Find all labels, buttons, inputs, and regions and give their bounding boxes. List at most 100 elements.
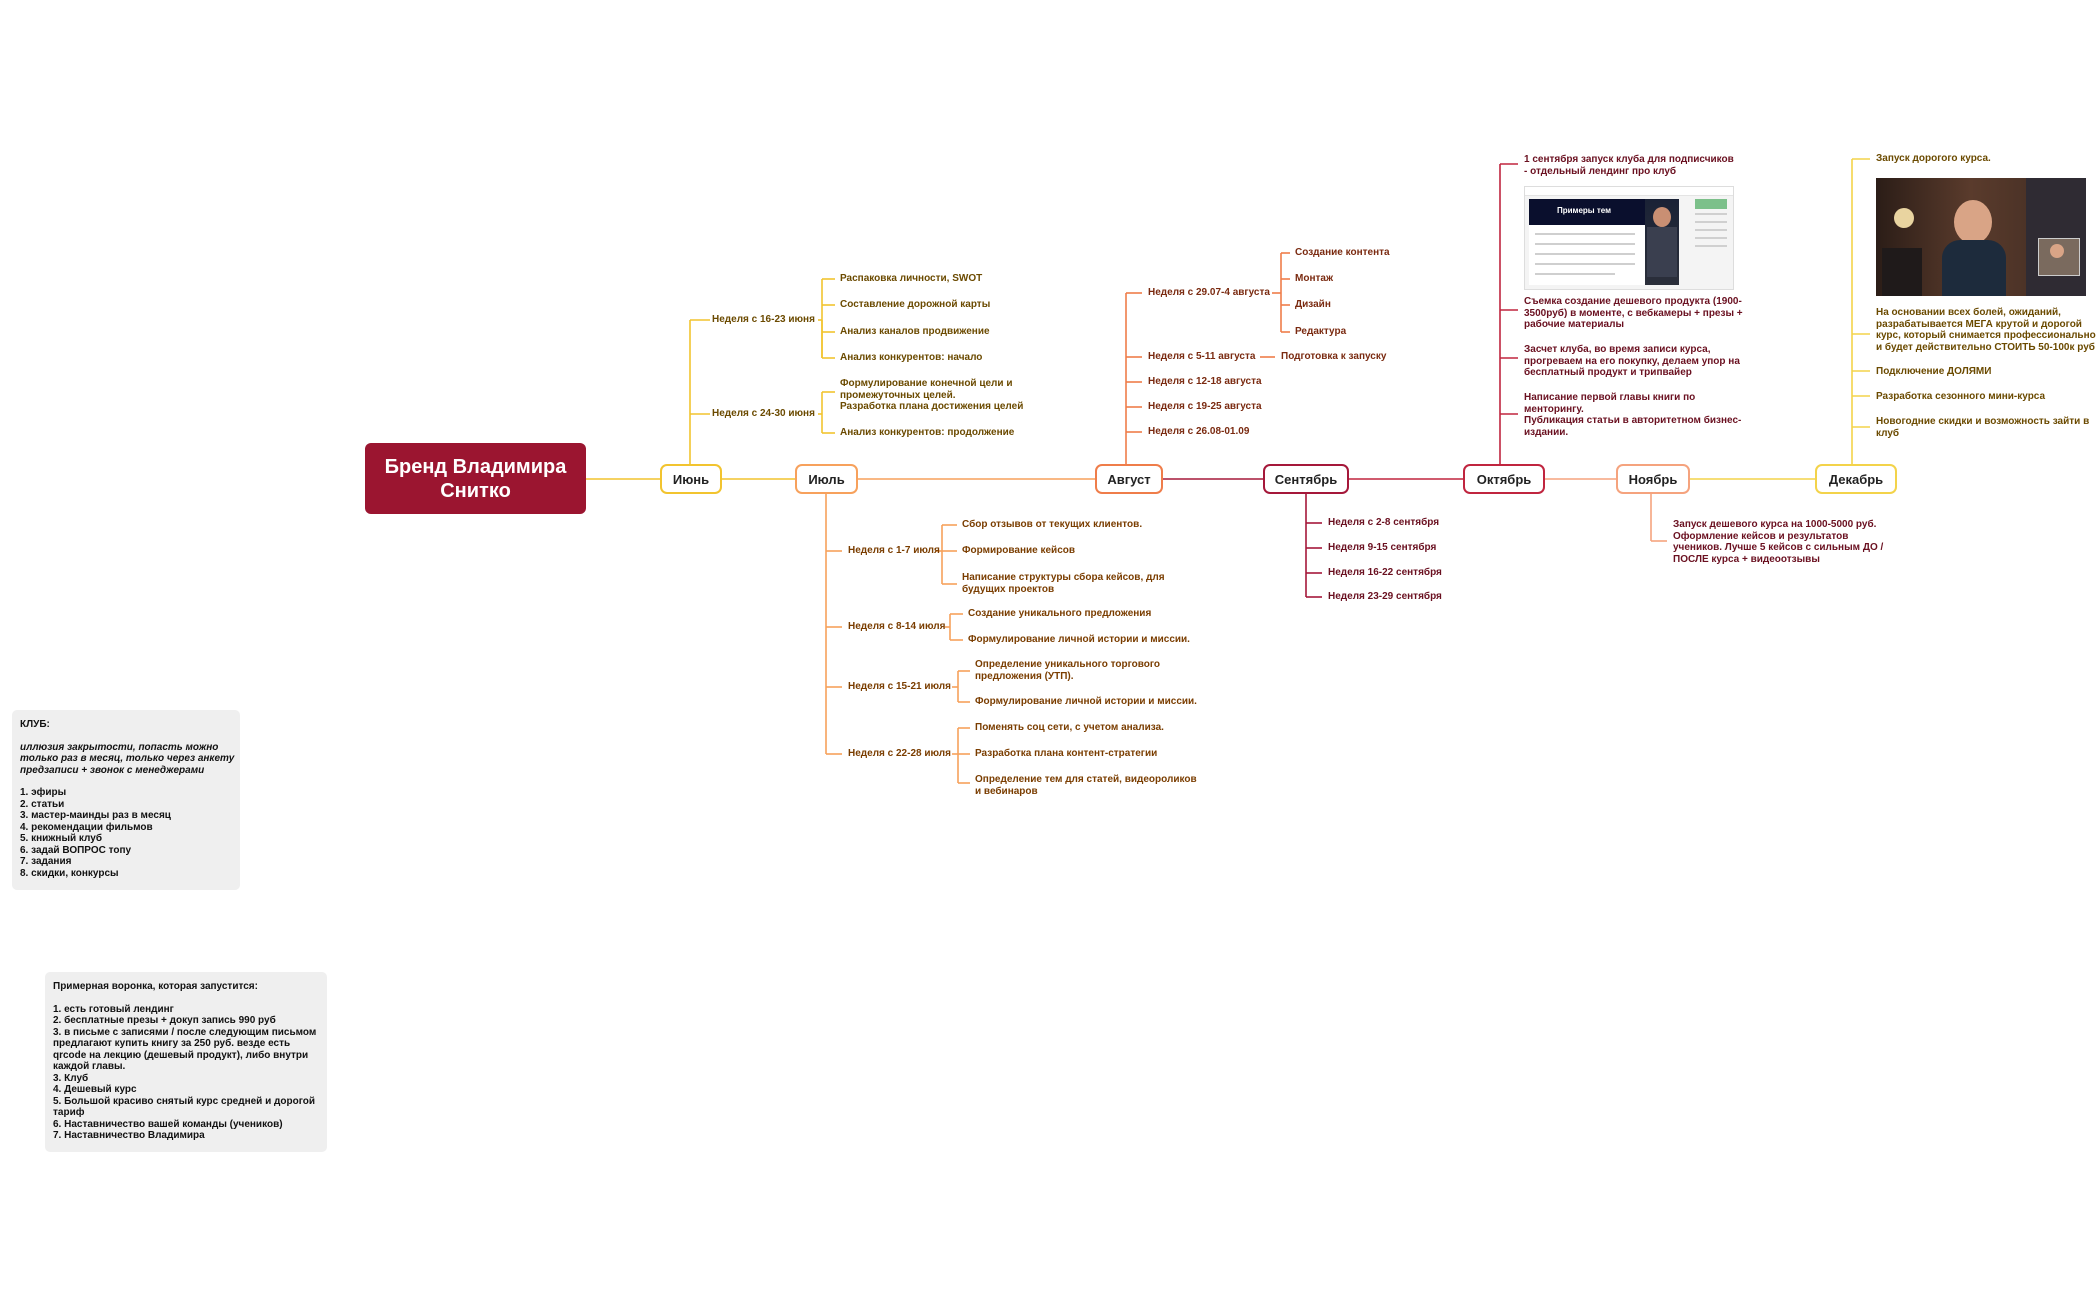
june-w1-item-4[interactable]: Анализ конкурентов: начало — [840, 352, 983, 363]
july-w1-item-3-line: будущих проектов — [962, 583, 1055, 595]
july-w4-item-1[interactable]: Поменять соц сети, с учетом анализа. — [975, 722, 1164, 733]
july-week-2[interactable]: Неделя с 8-14 июля — [848, 621, 946, 632]
funnel-note[interactable]: Примерная воронка, которая запустится: 1… — [45, 972, 327, 1152]
august-w1-item-2[interactable]: Монтаж — [1295, 273, 1334, 284]
october-item-4[interactable]: Написание первой главы книги по менторин… — [1524, 392, 1741, 438]
club-note-desc: предзаписи + звонок с менеджерами — [20, 764, 205, 776]
month-november[interactable]: Ноябрь — [1616, 464, 1690, 494]
month-december[interactable]: Декабрь — [1815, 464, 1897, 494]
july-w3-item-1-line: предложения (УТП). — [975, 670, 1074, 682]
september-week-2[interactable]: Неделя 9-15 сентября — [1328, 542, 1437, 553]
december-item-5-line: Новогодние скидки и возможность зайти в — [1876, 416, 2090, 427]
october-item-2-line: 3500руб) в моменте, с вебкамеры + презы … — [1524, 307, 1743, 319]
screenshot-title: Примеры тем — [1557, 206, 1612, 215]
july-w3-item-2[interactable]: Формулирование личной истории и миссии. — [975, 696, 1197, 707]
december-video-image — [1876, 178, 2086, 296]
club-note-desc: только раз в месяц, только через анкету — [20, 753, 235, 764]
funnel-note-item: предлагают купить книгу за 250 руб. везд… — [53, 1038, 291, 1049]
november-item-1[interactable]: Запуск дешевого курса на 1000-5000 руб. … — [1673, 519, 1883, 565]
july-w1-item-2[interactable]: Формирование кейсов — [962, 545, 1076, 556]
funnel-note-title: Примерная воронка, которая запустится: — [53, 981, 258, 992]
september-week-3[interactable]: Неделя 16-22 сентября — [1328, 567, 1442, 578]
december-item-4[interactable]: Разработка сезонного мини-курса — [1876, 391, 2046, 402]
funnel-note-item: тариф — [53, 1107, 85, 1118]
club-note-desc: иллюзия закрытости, попасть можно — [20, 741, 219, 753]
club-note-item: 4. рекомендации фильмов — [20, 821, 153, 833]
july-w1-item-3-line: Написание структуры сбора кейсов, для — [962, 572, 1165, 583]
funnel-note-item: 7. Наставничество Владимира — [53, 1130, 205, 1141]
august-week-2[interactable]: Неделя с 5-11 августа — [1148, 351, 1256, 362]
club-note-title: КЛУБ: — [20, 719, 50, 730]
month-june[interactable]: Июнь — [660, 464, 722, 494]
club-note-item: 7. задания — [20, 856, 72, 867]
funnel-note-item: 1. есть готовый лендинг — [53, 1003, 174, 1015]
august-week-4[interactable]: Неделя с 19-25 августа — [1148, 401, 1262, 412]
club-note[interactable]: КЛУБ: иллюзия закрытости, попасть можно … — [12, 710, 240, 890]
june-w2-item-1[interactable]: Формулирование конечной цели и промежуто… — [840, 378, 1023, 413]
july-w3-item-1[interactable]: Определение уникального торгового предло… — [975, 659, 1160, 682]
funnel-note-item: 3. в письме с записями / после следующим… — [53, 1026, 317, 1038]
june-w1-item-2[interactable]: Составление дорожной карты — [840, 299, 991, 310]
july-w2-item-1[interactable]: Создание уникального предложения — [968, 608, 1152, 619]
july-w1-item-1[interactable]: Сбор отзывов от текущих клиентов. — [962, 519, 1143, 530]
december-item-2[interactable]: На основании всех болей, ожиданий, разра… — [1876, 307, 2096, 353]
july-w2-item-2[interactable]: Формулирование личной истории и миссии. — [968, 634, 1190, 645]
july-w4-item-3-line: и вебинаров — [975, 785, 1038, 797]
month-july[interactable]: Июль — [795, 464, 858, 494]
july-w4-item-3[interactable]: Определение тем для статей, видеороликов… — [975, 774, 1197, 797]
funnel-note-item: qrcode на лекцию (дешевый продукт), либо… — [53, 1049, 309, 1061]
october-item-4-line: менторингу. — [1524, 403, 1584, 415]
november-item-1-line: учеников. Лучше 5 кейсов с сильным ДО / — [1673, 542, 1884, 553]
october-item-1-line: 1 сентября запуск клуба для подписчиков — [1524, 154, 1734, 165]
october-item-2[interactable]: Съемка создание дешевого продукта (1900-… — [1524, 296, 1743, 331]
july-week-3[interactable]: Неделя с 15-21 июля — [848, 681, 951, 692]
august-w1-item-1[interactable]: Создание контента — [1295, 247, 1390, 258]
funnel-note-item: 4. Дешевый курс — [53, 1084, 137, 1095]
december-item-2-line: курс, который снимается профессионально — [1876, 330, 2096, 341]
june-w2-item-2[interactable]: Анализ конкурентов: продолжение — [840, 427, 1015, 438]
october-item-1[interactable]: 1 сентября запуск клуба для подписчиков … — [1524, 154, 1734, 177]
december-item-5-line: клуб — [1876, 427, 1900, 439]
july-w4-item-2[interactable]: Разработка плана контент-стратегии — [975, 748, 1158, 759]
december-item-2-line: На основании всех болей, ожиданий, — [1876, 307, 2061, 318]
august-week-1[interactable]: Неделя с 29.07-4 августа — [1148, 287, 1270, 298]
september-week-4[interactable]: Неделя 23-29 сентября — [1328, 591, 1442, 602]
july-w1-item-3[interactable]: Написание структуры сбора кейсов, для бу… — [962, 572, 1165, 595]
funnel-note-item: 3. Клуб — [53, 1072, 89, 1084]
june-w2-item-1-line: Формулирование конечной цели и — [840, 378, 1013, 389]
november-item-1-line: Оформление кейсов и результатов — [1673, 530, 1849, 542]
july-week-1[interactable]: Неделя с 1-7 июля — [848, 545, 940, 556]
august-w1-item-3[interactable]: Дизайн — [1295, 299, 1331, 310]
december-item-1[interactable]: Запуск дорогого курса. — [1876, 153, 1991, 164]
funnel-note-item: каждой главы. — [53, 1061, 126, 1072]
june-w1-item-1[interactable]: Распаковка личности, SWOT — [840, 273, 983, 284]
september-week-1[interactable]: Неделя с 2-8 сентября — [1328, 517, 1440, 528]
october-item-2-line: рабочие материалы — [1524, 319, 1624, 330]
club-note-item: 5. книжный клуб — [20, 833, 102, 844]
month-september[interactable]: Сентябрь — [1263, 464, 1349, 494]
december-item-2-line: разрабатывается МЕГА крутой и дорогой — [1876, 318, 2082, 330]
july-week-4[interactable]: Неделя с 22-28 июля — [848, 748, 951, 759]
funnel-note-item: 6. Наставничество вашей команды (ученико… — [53, 1118, 283, 1130]
month-august[interactable]: Август — [1095, 464, 1163, 494]
month-october[interactable]: Октябрь — [1463, 464, 1545, 494]
club-note-item: 2. статьи — [20, 798, 65, 810]
december-item-3[interactable]: Подключение ДОЛЯМИ — [1876, 366, 1992, 377]
august-week-5[interactable]: Неделя с 26.08-01.09 — [1148, 426, 1250, 437]
october-item-3[interactable]: Засчет клуба, во время записи курса, про… — [1524, 344, 1740, 379]
november-item-1-line: ПОСЛЕ курса + видеоотзывы — [1673, 553, 1820, 565]
june-week-1[interactable]: Неделя с 16-23 июня — [712, 314, 815, 325]
august-week-3[interactable]: Неделя с 12-18 августа — [1148, 376, 1262, 387]
june-w1-item-3[interactable]: Анализ каналов продвижение — [840, 326, 990, 337]
october-item-2-line: Съемка создание дешевого продукта (1900- — [1524, 296, 1742, 307]
november-item-1-line: Запуск дешевого курса на 1000-5000 руб. — [1673, 519, 1877, 530]
october-item-4-line: издании. — [1524, 426, 1569, 438]
december-item-5[interactable]: Новогодние скидки и возможность зайти в … — [1876, 416, 2089, 439]
august-w2-item-1[interactable]: Подготовка к запуску — [1281, 351, 1387, 362]
july-w4-item-3-line: Определение тем для статей, видеороликов — [975, 774, 1197, 785]
october-item-3-line: прогреваем на его покупку, делаем упор н… — [1524, 355, 1740, 367]
june-week-2[interactable]: Неделя с 24-30 июня — [712, 408, 815, 419]
june-w2-item-1-line: промежуточных целей. — [840, 389, 956, 401]
august-w1-item-4[interactable]: Редактура — [1295, 326, 1347, 337]
root-topic[interactable]: Бренд Владимира Снитко — [365, 443, 586, 514]
